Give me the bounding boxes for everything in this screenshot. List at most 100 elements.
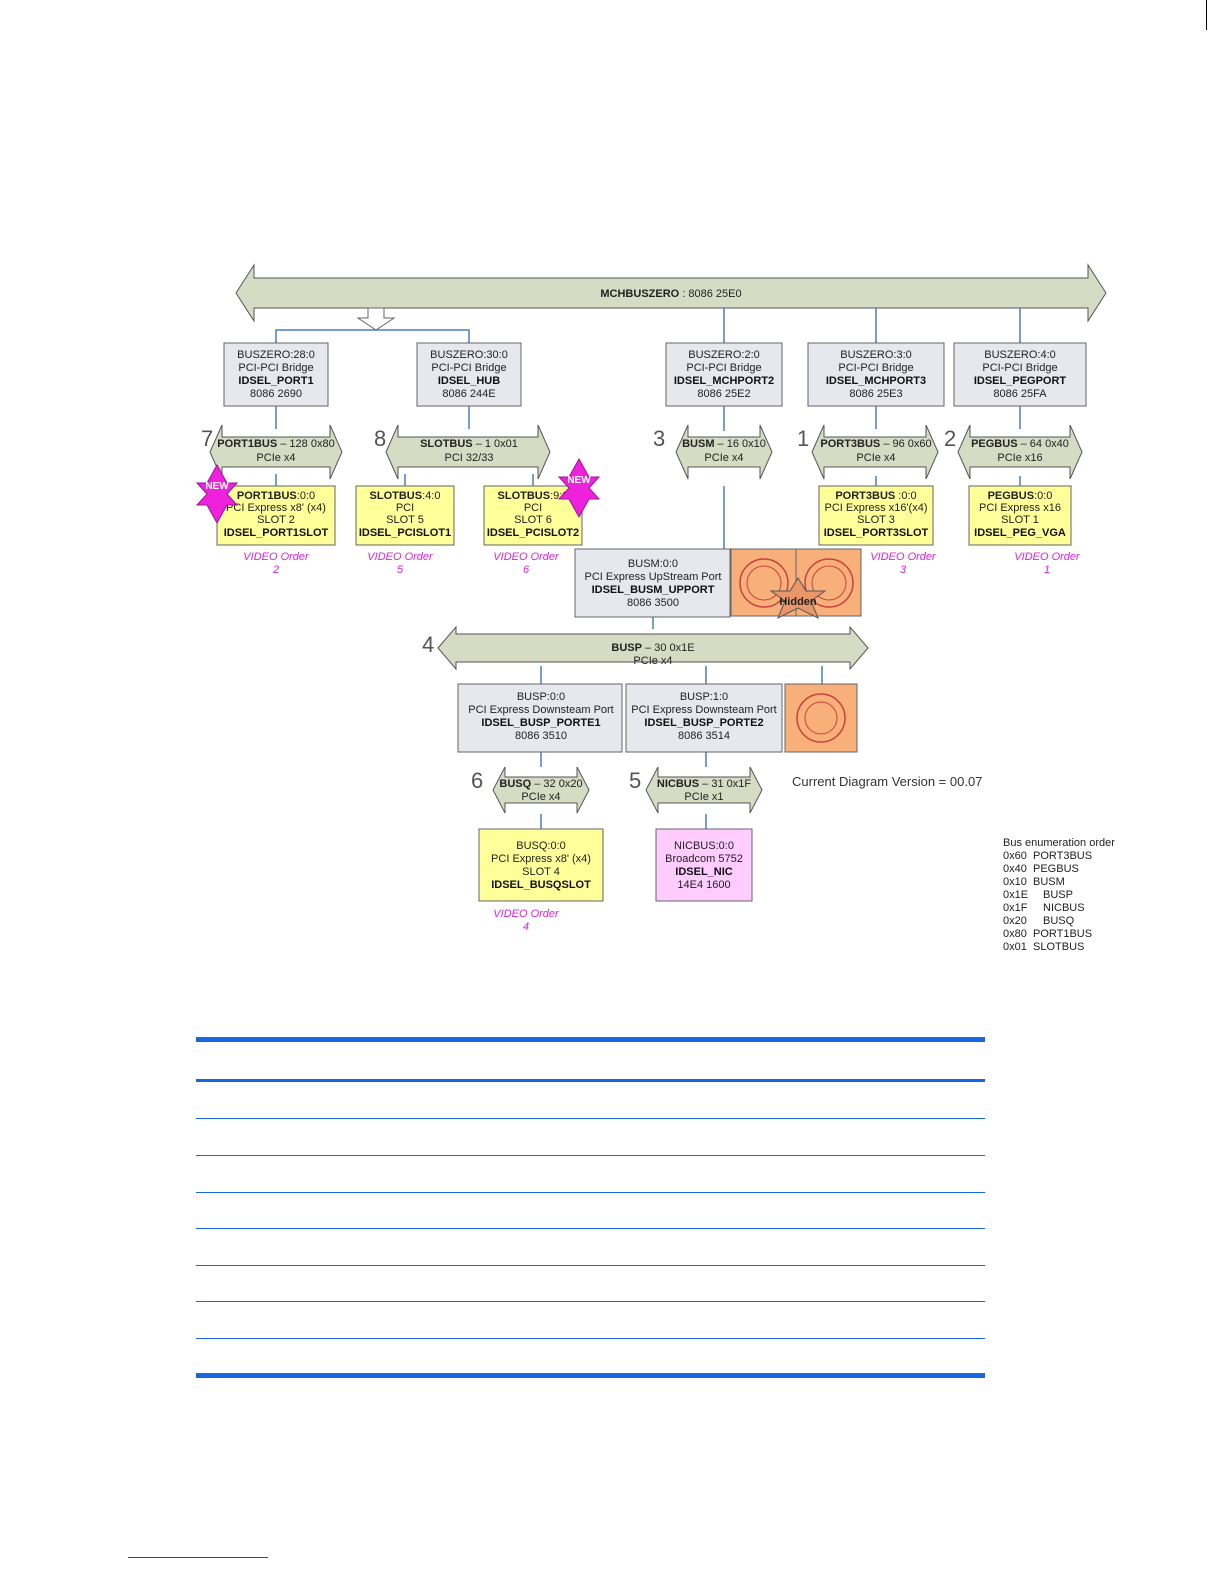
order-number: 7 (201, 426, 213, 451)
svg-text:PCIe x4: PCIe x4 (256, 452, 295, 464)
table-bottom-rule (196, 1373, 985, 1378)
svg-text:IDSEL_PEGPORT: IDSEL_PEGPORT (974, 375, 1067, 387)
svg-text:SLOT 3: SLOT 3 (857, 514, 895, 526)
svg-text:PCIe x4: PCIe x4 (856, 452, 895, 464)
table-row-rule (196, 1192, 985, 1193)
svg-text:VIDEO Order: VIDEO Order (493, 551, 560, 563)
svg-text:8086 25FA: 8086 25FA (993, 388, 1047, 400)
svg-text:IDSEL_BUSQSLOT: IDSEL_BUSQSLOT (491, 879, 591, 891)
svg-text:14E4 1600: 14E4 1600 (677, 879, 730, 891)
svg-text:Bus enumeration order: Bus enumeration order (1003, 837, 1115, 849)
svg-text:PCIe x4: PCIe x4 (704, 452, 743, 464)
svg-text:BUSQ – 32 0x20: BUSQ – 32 0x20 (499, 778, 582, 790)
slot-peg-vga: PEGBUS:0:0 PCI Express x16 SLOT 1 IDSEL_… (968, 485, 1072, 546)
bus-busm: BUSM – 16 0x10 PCIe x4 3 (653, 424, 773, 480)
hidden-star-icon (769, 577, 827, 620)
new-badge-icon: NEW (557, 457, 601, 519)
svg-text:PCI Express x16: PCI Express x16 (979, 502, 1061, 514)
bridge-mchport2: BUSZERO:2:0 PCI-PCI Bridge IDSEL_MCHPORT… (665, 342, 783, 407)
video-order-label: VIDEO Order 2 (243, 551, 310, 576)
bridge-hub: BUSZERO:30:0 PCI-PCI Bridge IDSEL_HUB 80… (416, 342, 522, 407)
svg-text:IDSEL_PORT1SLOT: IDSEL_PORT1SLOT (224, 527, 329, 539)
busp-porte2-box: BUSP:1:0 PCI Express Downsteam Port IDSE… (625, 683, 783, 753)
svg-text:PEGBUS:0:0: PEGBUS:0:0 (988, 490, 1053, 502)
pci-bus-diagram: MCHBUSZERO : 8086 25E0 BUSZERO:28:0 PCI-… (195, 263, 1115, 953)
svg-text:VIDEO Order: VIDEO Order (367, 551, 434, 563)
svg-text:VIDEO Order: VIDEO Order (870, 551, 937, 563)
svg-text:SLOT 4: SLOT 4 (522, 866, 560, 878)
hidden-port-box (784, 683, 858, 753)
video-order-label: VIDEO Order 3 (870, 551, 937, 576)
table-row-rule (196, 1338, 985, 1339)
table-row-rule (196, 1265, 985, 1266)
svg-text:VIDEO Order: VIDEO Order (1014, 551, 1081, 563)
svg-text:Hidden: Hidden (779, 596, 817, 608)
svg-text:NICBUS – 31 0x1F: NICBUS – 31 0x1F (657, 778, 751, 790)
svg-text:PCI 32/33: PCI 32/33 (445, 452, 494, 464)
bridge-mchport3: BUSZERO:3:0 PCI-PCI Bridge IDSEL_MCHPORT… (807, 342, 945, 407)
slot-port3slot: PORT3BUS :0:0 PCI Express x16'(x4) SLOT … (818, 485, 934, 546)
table-row-rule (196, 1301, 985, 1302)
svg-text:PCIe x16: PCIe x16 (997, 452, 1042, 464)
svg-text:BUSZERO:4:0: BUSZERO:4:0 (984, 349, 1056, 361)
video-order-label: VIDEO Order 4 (493, 908, 560, 933)
order-number: 6 (471, 768, 483, 793)
svg-text:PCI-PCI Bridge: PCI-PCI Bridge (686, 362, 761, 374)
bus-busp: BUSP – 30 0x1E PCIe x4 4 (422, 625, 869, 671)
order-number: 2 (944, 426, 956, 451)
seal-stamp-icon (796, 693, 846, 743)
svg-text:SLOT 6: SLOT 6 (514, 514, 552, 526)
svg-text:6: 6 (523, 564, 530, 576)
svg-text:8086 25E3: 8086 25E3 (849, 388, 902, 400)
order-number: 5 (629, 768, 641, 793)
svg-text:VIDEO Order: VIDEO Order (493, 908, 560, 920)
table-row-rule (196, 1118, 985, 1119)
svg-text:BUSP:1:0: BUSP:1:0 (680, 691, 728, 703)
svg-text:PORT1BUS:0:0: PORT1BUS:0:0 (237, 490, 315, 502)
svg-text:5: 5 (397, 564, 404, 576)
svg-text:BUSZERO:28:0: BUSZERO:28:0 (237, 349, 315, 361)
video-order-label: VIDEO Order 1 (1014, 551, 1081, 576)
svg-text:PORT3BUS :0:0: PORT3BUS :0:0 (835, 490, 916, 502)
svg-text:IDSEL_PCISLOT1: IDSEL_PCISLOT1 (359, 527, 451, 539)
slot-busqslot: BUSQ:0:0 PCI Express x8' (x4) SLOT 4 IDS… (478, 828, 604, 902)
svg-text:IDSEL_HUB: IDSEL_HUB (438, 375, 500, 387)
main-bus-arrow (235, 263, 1107, 323)
svg-text:Broadcom 5752: Broadcom 5752 (665, 853, 743, 865)
svg-text:PORT1BUS – 128 0x80: PORT1BUS – 128 0x80 (217, 438, 334, 450)
bridge-port1: BUSZERO:28:0 PCI-PCI Bridge IDSEL_PORT1 … (223, 342, 329, 407)
table-top-rule (196, 1037, 985, 1042)
seal-stamp-icon (739, 558, 789, 608)
svg-text:PCI-PCI Bridge: PCI-PCI Bridge (238, 362, 313, 374)
new-badge-icon: NEW (195, 463, 239, 525)
bus-slotbus: SLOTBUS – 1 0x01 PCI 32/33 8 (374, 424, 551, 480)
bus-pegbus: PEGBUS – 64 0x40 PCIe x16 2 (944, 424, 1083, 480)
svg-text:PCI Express x16'(x4): PCI Express x16'(x4) (825, 502, 928, 514)
svg-text:IDSEL_PORT3SLOT: IDSEL_PORT3SLOT (824, 527, 929, 539)
svg-text:8086 25E2: 8086 25E2 (697, 388, 750, 400)
bus-port1bus: PORT1BUS – 128 0x80 PCIe x4 7 (201, 424, 343, 480)
page-edge-line (1206, 0, 1207, 30)
svg-text:IDSEL_MCHPORT2: IDSEL_MCHPORT2 (674, 375, 774, 387)
table-row-rule (196, 1228, 985, 1229)
footer-rule (128, 1557, 268, 1558)
svg-text:NICBUS:0:0: NICBUS:0:0 (674, 840, 734, 852)
video-order-label: VIDEO Order 5 (367, 551, 434, 576)
bus-busq: BUSQ – 32 0x20 PCIe x4 6 (471, 766, 590, 814)
svg-text:IDSEL_BUSP_PORTE2: IDSEL_BUSP_PORTE2 (644, 717, 763, 729)
svg-text:PCI Express x8' (x4): PCI Express x8' (x4) (491, 853, 591, 865)
svg-text:PCIe x1: PCIe x1 (684, 791, 723, 803)
svg-text:8086 3510: 8086 3510 (515, 730, 567, 742)
svg-text:IDSEL_PCISLOT2: IDSEL_PCISLOT2 (487, 527, 579, 539)
svg-text:SLOT 1: SLOT 1 (1001, 514, 1039, 526)
svg-text:PCI: PCI (396, 502, 414, 514)
svg-text:8086 2690: 8086 2690 (250, 388, 302, 400)
svg-text:SLOTBUS:9:0: SLOTBUS:9:0 (498, 490, 569, 502)
svg-text:PCI: PCI (524, 502, 542, 514)
order-number: 4 (422, 632, 434, 657)
